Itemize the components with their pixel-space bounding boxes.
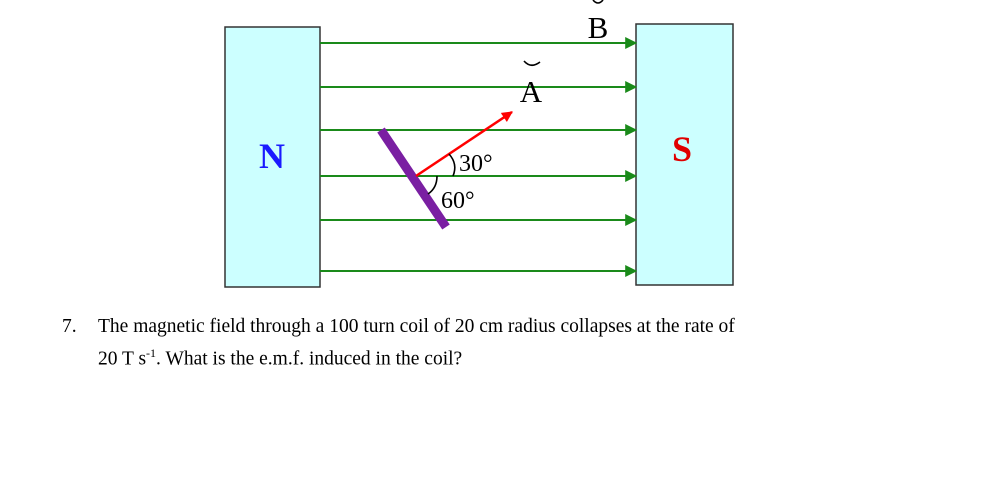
angle-upper-label: 30° xyxy=(459,151,493,177)
question-line-1: The magnetic field through a 100 turn co… xyxy=(98,316,735,337)
question-line-2: 20 T s-1. What is the e.m.f. induced in … xyxy=(98,340,962,373)
angle-arc-upper xyxy=(448,153,456,177)
north-pole-label: N xyxy=(259,136,285,176)
question-line-2-rest: . What is the e.m.f. induced in the coil… xyxy=(156,348,463,370)
south-magnet xyxy=(635,23,734,286)
area-vector-label: A xyxy=(520,74,543,109)
north-magnet xyxy=(224,26,321,288)
field-vector-arrow-mark xyxy=(592,0,604,4)
question-text: The magnetic field through a 100 turn co… xyxy=(98,313,962,373)
coil xyxy=(377,127,450,230)
angle-arc-lower xyxy=(427,175,438,195)
question-rate-exponent: -1 xyxy=(146,346,157,360)
angle-lower-label: 60° xyxy=(441,188,475,214)
area-vector-arrow xyxy=(415,110,513,178)
magnet-field-diagram: N S B A 30° 60° xyxy=(224,0,734,288)
area-vector-arrow-mark xyxy=(523,60,541,67)
south-pole-label: S xyxy=(672,129,692,169)
question-rate-value: 20 T s xyxy=(98,348,147,370)
question-block: 7. The magnetic field through a 100 turn… xyxy=(62,313,962,373)
field-vector-label: B xyxy=(588,10,609,45)
question-number: 7. xyxy=(62,316,77,337)
